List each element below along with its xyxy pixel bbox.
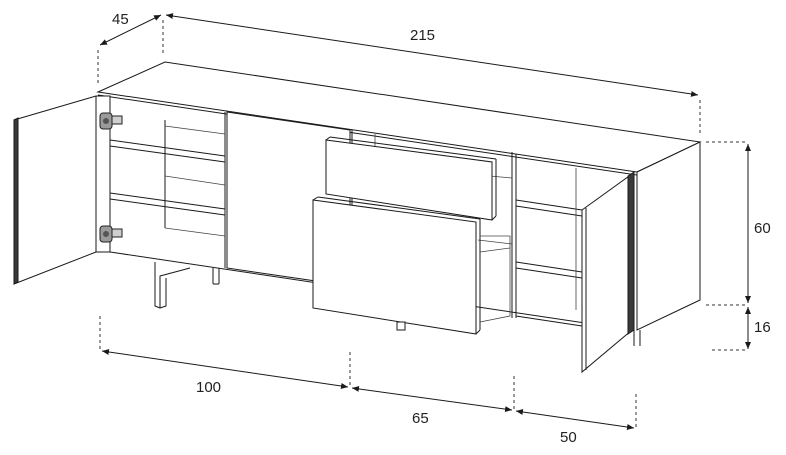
dimension-sections: 100 65 50 bbox=[99, 316, 637, 446]
dimension-width: 215 bbox=[165, 13, 701, 136]
dimension-label-section-left: 100 bbox=[196, 379, 221, 396]
dimension-label-section-middle: 65 bbox=[412, 410, 429, 427]
drawer-compartment bbox=[312, 130, 513, 335]
hinge-icon bbox=[99, 112, 123, 130]
left-door bbox=[13, 95, 123, 285]
dimension-label-leg-height: 16 bbox=[754, 319, 771, 336]
dimension-height: 60 16 bbox=[706, 141, 771, 351]
dimension-depth: 45 bbox=[97, 11, 164, 86]
right-door bbox=[581, 171, 635, 374]
dimension-label-body-height: 60 bbox=[754, 220, 771, 237]
cabinet-right-side bbox=[636, 141, 701, 331]
right-compartment bbox=[515, 154, 583, 327]
lower-drawer-front bbox=[312, 199, 477, 335]
left-compartment bbox=[109, 96, 226, 268]
dimension-label-width: 215 bbox=[410, 27, 435, 44]
dimension-label-depth: 45 bbox=[112, 11, 129, 28]
hinge-icon bbox=[99, 225, 123, 243]
dimension-label-section-right: 50 bbox=[560, 429, 577, 446]
